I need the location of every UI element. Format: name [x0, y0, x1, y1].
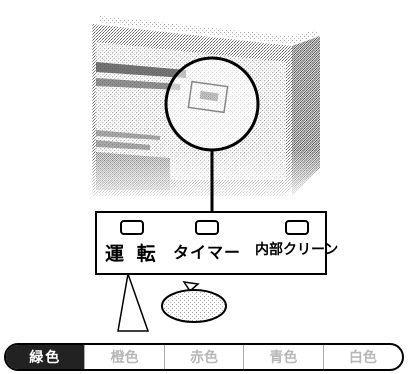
color-tab-strip: 緑色 橙色 赤色 青色 白色: [4, 343, 404, 371]
magnifier-circle-icon: [164, 56, 260, 211]
indicator-timer: タイマー: [173, 220, 241, 263]
indicator-run: 運 転: [105, 220, 159, 266]
tab-white[interactable]: 白色: [322, 345, 402, 369]
indicator-panel: 運 転 タイマー 内部クリーン: [95, 211, 338, 275]
pointer-arrow-icon: [117, 271, 150, 332]
tab-green[interactable]: 緑色: [6, 345, 85, 369]
run-lamp-icon: [119, 220, 144, 235]
timer-lamp-icon: [195, 220, 219, 235]
timer-label: タイマー: [173, 243, 242, 262]
indicator-internal-clean: 内部クリーン: [255, 220, 338, 259]
internal-clean-label: 内部クリーン: [255, 242, 339, 258]
tab-blue[interactable]: 青色: [243, 345, 322, 369]
tab-orange[interactable]: 橙色: [84, 345, 163, 369]
run-label: 運 転: [105, 243, 159, 265]
tab-red[interactable]: 赤色: [163, 345, 243, 369]
callout-bubble-icon: [161, 281, 227, 323]
clean-lamp-icon: [284, 220, 309, 235]
